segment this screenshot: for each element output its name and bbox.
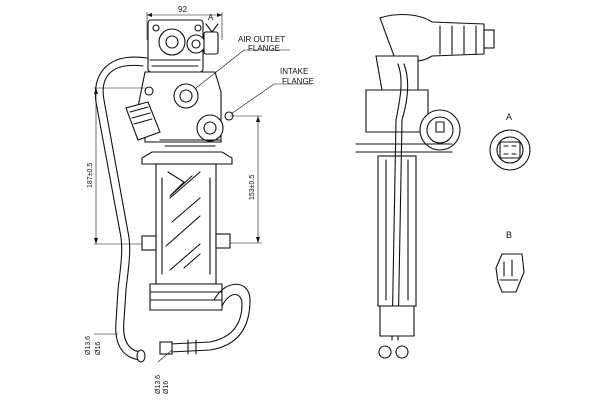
right-coolant-pipe (159, 283, 251, 355)
dimension-153: 153±0.5 (230, 115, 262, 244)
detail-a-view: A (489, 112, 531, 171)
valve-housing (125, 71, 234, 147)
diameter-13-6-left-label: Ø13.6 (85, 336, 92, 355)
detail-b-view: B (495, 230, 525, 293)
diameter-16-left-label: Ø16 (95, 342, 102, 355)
intake-flange-label-2: FLANGE (282, 77, 314, 86)
air-outlet-label-1: AIR OUTLET (238, 35, 285, 44)
cooler-body (141, 151, 233, 311)
view-a-marker-label: A (208, 13, 214, 22)
side-view (355, 13, 495, 359)
detail-b-label: B (506, 230, 512, 240)
diameter-13-6-bottom-label: Ø13.6 (155, 375, 162, 394)
flange-callouts: AIR OUTLET FLANGE INTAKE FLANGE (195, 35, 314, 115)
egr-actuator (147, 19, 219, 73)
dimension-153-label: 153±0.5 (249, 175, 256, 200)
left-coolant-pipe (94, 56, 148, 363)
dimension-187-label: 187±0.5 (87, 163, 94, 188)
detail-a-label: A (506, 112, 512, 122)
dimension-92-label: 92 (178, 5, 187, 14)
diameter-16-bottom-label: Ø16 (163, 381, 170, 394)
front-view: 92 A (85, 5, 314, 394)
intake-flange-label-1: INTAKE (280, 67, 308, 76)
dimension-187: 187±0.5 (87, 87, 145, 245)
air-outlet-label-2: FLANGE (248, 44, 280, 53)
